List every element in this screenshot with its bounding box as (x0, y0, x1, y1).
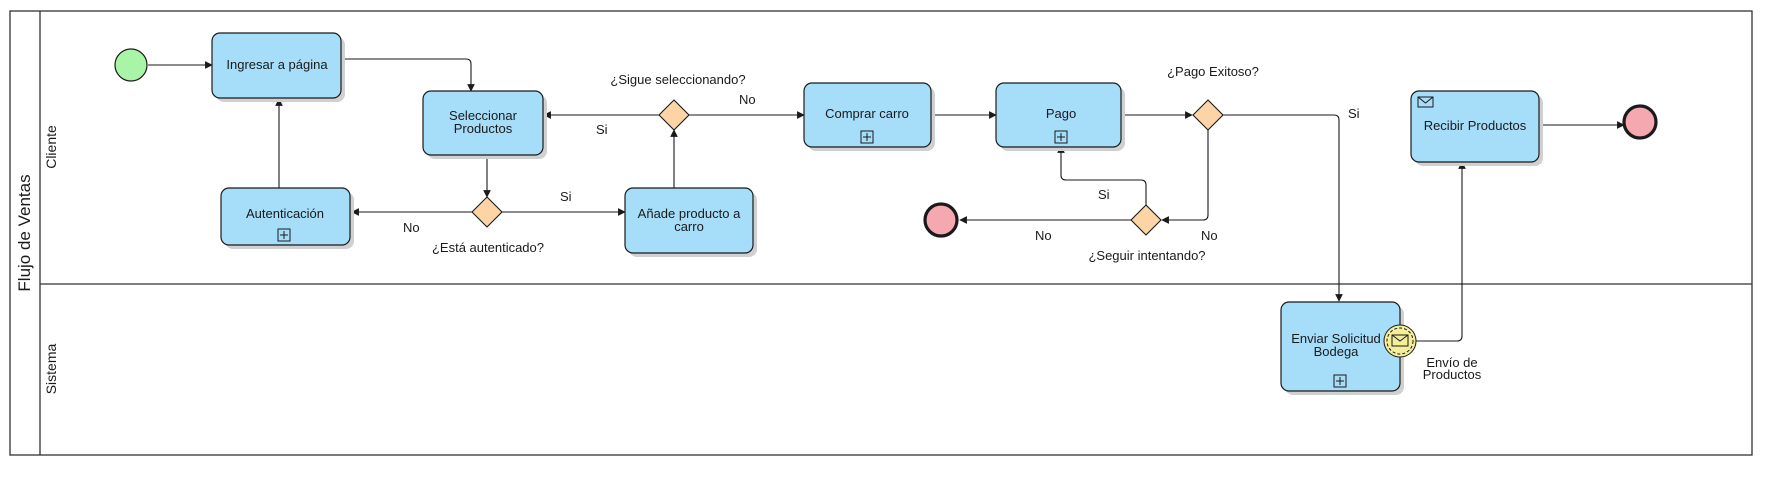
gateway-pago-exitoso[interactable] (1192, 99, 1224, 131)
flow-ingresar-to-seleccionar (341, 58, 475, 92)
task-label-line-2: Bodega (1314, 344, 1360, 359)
flow-label-seguir-si: Si (1098, 187, 1110, 202)
events (114, 48, 1658, 238)
subprocess-marker-icon (277, 228, 291, 242)
task-label-line-2: carro (674, 219, 704, 234)
task-label: Pago (1046, 106, 1076, 121)
task-label-line-1: Añade producto a (638, 206, 741, 221)
flow-label-sigue-no: No (739, 92, 756, 107)
lane-label-sistema: Sistema (43, 344, 59, 395)
task-anade-producto[interactable]: Añade producto a carro (624, 187, 757, 257)
end-event-completed[interactable] (1622, 104, 1658, 140)
end-event-failed[interactable] (923, 202, 959, 238)
task-label: Autenticación (246, 206, 324, 221)
flow-label-auth-si: Si (560, 189, 572, 204)
pool-title: Flujo de Ventas (15, 174, 34, 291)
gateway-sigue-seleccionando[interactable] (658, 99, 690, 131)
gateway-label-seguir: ¿Seguir intentando? (1088, 248, 1205, 263)
flow-enviar-to-recibir (1415, 161, 1466, 342)
task-autenticacion[interactable]: Autenticación (220, 187, 354, 249)
message-envelope-icon (1417, 96, 1434, 108)
flow-label-pago-si: Si (1348, 106, 1360, 121)
task-ingresar[interactable]: Ingresar a página (211, 32, 345, 102)
gateway-label-pago-exitoso: ¿Pago Exitoso? (1167, 64, 1259, 79)
flow-pago-no-to-seguir (1161, 130, 1209, 224)
subprocess-marker-icon (1333, 374, 1347, 388)
task-label: Ingresar a página (226, 57, 328, 72)
lane-label-cliente: Cliente (43, 125, 59, 169)
envelope-icon (1391, 334, 1409, 347)
boundary-message-event[interactable] (1383, 324, 1417, 358)
sequence-flows (148, 58, 1625, 342)
task-recibir-productos[interactable]: Recibir Productos (1410, 90, 1543, 166)
gateway-label-sigue: ¿Sigue seleccionando? (610, 72, 745, 87)
gateway-seguir-intentando[interactable] (1130, 204, 1162, 236)
gateway-autenticado[interactable] (471, 196, 503, 228)
task-pago[interactable]: Pago (995, 82, 1125, 151)
gateway-label-autenticado: ¿Está autenticado? (432, 240, 544, 255)
pool: Flujo de Ventas Cliente Sistema (9, 10, 1753, 456)
flow-label-seguir-no: No (1035, 228, 1052, 243)
task-label-line-2: Productos (454, 121, 513, 136)
boundary-event-label-line-1: Envío de (1426, 355, 1477, 370)
subprocess-marker-icon (860, 130, 874, 144)
task-enviar-solicitud[interactable]: Enviar Solicitud Bodega (1280, 301, 1404, 395)
flow-label-pago-no: No (1201, 228, 1218, 243)
flow-pago-si-to-enviar (1223, 114, 1343, 302)
task-seleccionar[interactable]: Seleccionar Productos (422, 90, 547, 159)
subprocess-marker-icon (1054, 130, 1068, 144)
flow-label-auth-no: No (403, 220, 420, 235)
start-event[interactable] (114, 48, 148, 82)
flow-label-sigue-si: Si (596, 122, 608, 137)
task-label: Comprar carro (825, 106, 909, 121)
task-comprar-carro[interactable]: Comprar carro (803, 82, 935, 151)
task-label-line-1: Seleccionar (449, 108, 518, 123)
task-label: Recibir Productos (1424, 118, 1527, 133)
task-label-line-1: Enviar Solicitud (1291, 331, 1381, 346)
flow-labels: No Si Si No Si Si No No (403, 92, 1360, 243)
boundary-event-label-line-2: Productos (1423, 367, 1482, 382)
flow-seguir-si-to-pago (1057, 145, 1147, 205)
